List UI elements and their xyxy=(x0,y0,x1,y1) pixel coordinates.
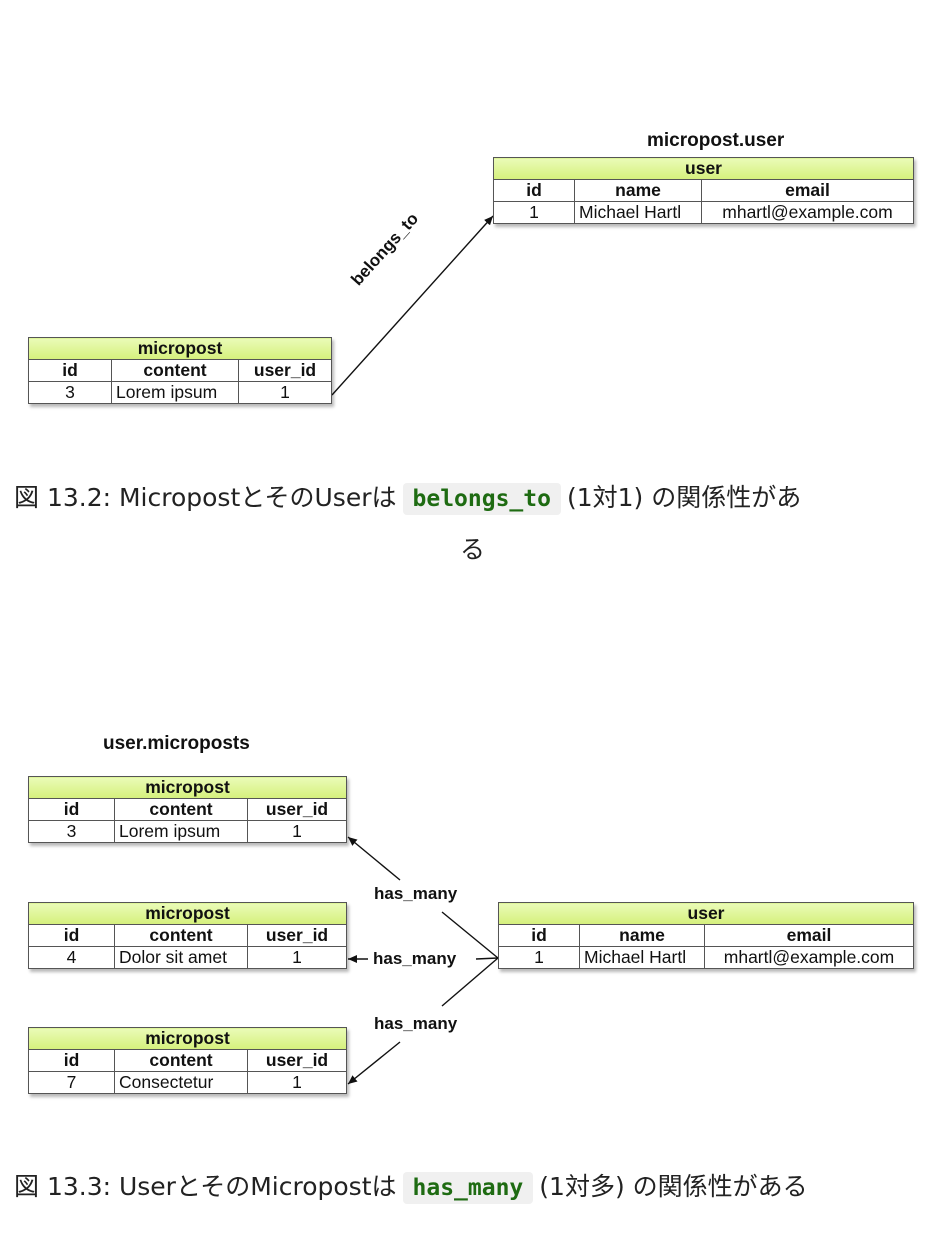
column-header: id xyxy=(498,924,580,947)
cell-name: Michael Hartl xyxy=(579,946,705,969)
cell-id: 7 xyxy=(28,1071,115,1094)
column-header: id xyxy=(28,924,115,947)
has-many-arrow-top-b xyxy=(441,911,499,959)
cell-user-id: 1 xyxy=(247,820,347,843)
table-title: micropost xyxy=(28,902,347,925)
cell-content: Lorem ipsum xyxy=(114,820,248,843)
belongs-to-arrow xyxy=(331,215,494,396)
micropost-table-1: micropost id content user_id 3 Lorem ips… xyxy=(28,776,347,843)
table-title: micropost xyxy=(28,337,332,360)
caption-prefix: 図 13.2: MicropostとそのUserは xyxy=(14,483,397,512)
table-row: 3 Lorem ipsum 1 xyxy=(28,381,332,404)
has-many-arrow-top-a xyxy=(347,836,401,881)
cell-email: mhartl@example.com xyxy=(701,201,914,224)
cell-user-id: 1 xyxy=(247,1071,347,1094)
table-title: user xyxy=(493,157,914,180)
micropost-table-2: micropost id content user_id 4 Dolor sit… xyxy=(28,902,347,969)
column-header: id xyxy=(28,359,112,382)
column-header: user_id xyxy=(247,798,347,821)
user-table: user id name email 1 Michael Hartl mhart… xyxy=(493,157,914,224)
table-row: 4 Dolor sit amet 1 xyxy=(28,946,347,969)
cell-user-id: 1 xyxy=(247,946,347,969)
column-header: name xyxy=(579,924,705,947)
cell-content: Consectetur xyxy=(114,1071,248,1094)
column-header: content xyxy=(114,1049,248,1072)
column-header: content xyxy=(114,798,248,821)
has-many-arrow-bottom-a xyxy=(441,957,499,1007)
has-many-arrow-bottom-b xyxy=(347,1041,401,1085)
has-many-label-bottom: has_many xyxy=(372,1014,460,1034)
figure-13-2-caption-line2: る xyxy=(460,535,486,564)
cell-user-id: 1 xyxy=(238,381,332,404)
cell-id: 3 xyxy=(28,820,115,843)
table-row: 7 Consectetur 1 xyxy=(28,1071,347,1094)
table-row: 1 Michael Hartl mhartl@example.com xyxy=(493,201,914,224)
table-title: micropost xyxy=(28,776,347,799)
table-title: user xyxy=(498,902,914,925)
column-header: user_id xyxy=(238,359,332,382)
has-many-arrow-mid-b xyxy=(475,957,499,960)
cell-content: Lorem ipsum xyxy=(111,381,239,404)
column-header: user_id xyxy=(247,924,347,947)
has-many-label-top: has_many xyxy=(372,884,460,904)
cell-content: Dolor sit amet xyxy=(114,946,248,969)
micropost-table-3: micropost id content user_id 7 Consectet… xyxy=(28,1027,347,1094)
column-header: email xyxy=(704,924,914,947)
micropost-table: micropost id content user_id 3 Lorem ips… xyxy=(28,337,332,404)
caption-suffix: (1対1) の関係性があ xyxy=(566,483,802,512)
table-row: 3 Lorem ipsum 1 xyxy=(28,820,347,843)
cell-id: 4 xyxy=(28,946,115,969)
column-header: id xyxy=(28,1049,115,1072)
caption-suffix: (1対多) の関係性がある xyxy=(539,1172,808,1201)
column-header: content xyxy=(114,924,248,947)
user-microposts-label: user.microposts xyxy=(103,733,250,754)
column-header: id xyxy=(28,798,115,821)
cell-email: mhartl@example.com xyxy=(704,946,914,969)
micropost-user-label: micropost.user xyxy=(647,130,785,151)
caption-code: belongs_to xyxy=(402,483,561,515)
column-header: user_id xyxy=(247,1049,347,1072)
column-header: email xyxy=(701,179,914,202)
cell-name: Michael Hartl xyxy=(574,201,702,224)
user-table: user id name email 1 Michael Hartl mhart… xyxy=(498,902,914,969)
table-row: 1 Michael Hartl mhartl@example.com xyxy=(498,946,914,969)
table-title: micropost xyxy=(28,1027,347,1050)
cell-id: 3 xyxy=(28,381,112,404)
caption-code: has_many xyxy=(402,1172,534,1204)
cell-id: 1 xyxy=(498,946,580,969)
caption-prefix: 図 13.3: UserとそのMicropostは xyxy=(14,1172,397,1201)
has-many-label-middle: has_many xyxy=(371,949,459,969)
